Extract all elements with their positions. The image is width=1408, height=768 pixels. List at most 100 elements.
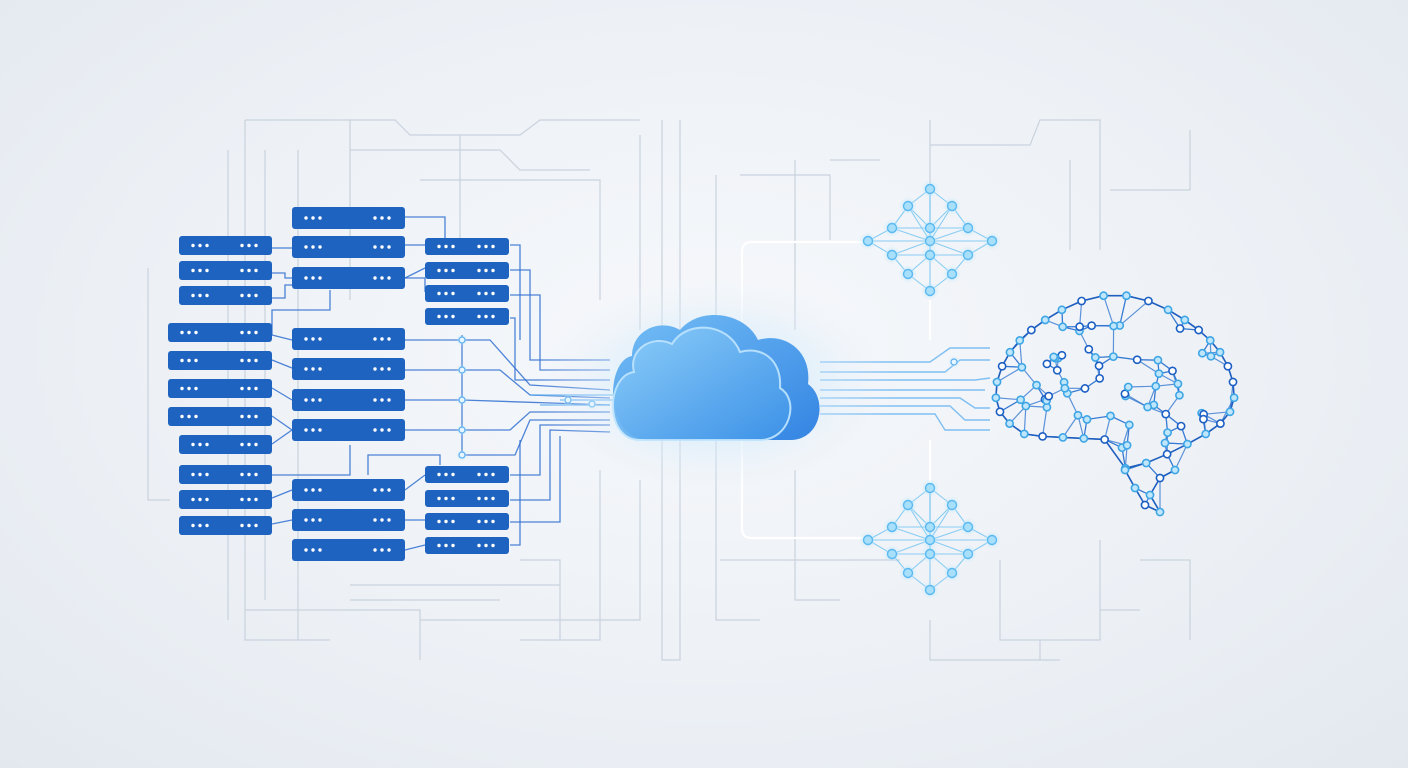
- server-led: [318, 518, 322, 522]
- hub-node: [946, 200, 958, 212]
- brain-node: [1087, 321, 1097, 331]
- server-led: [373, 428, 377, 432]
- brain-node: [1073, 410, 1083, 420]
- server-rack-icon: [179, 286, 272, 305]
- background-trace: [520, 559, 561, 640]
- background-trace: [245, 609, 421, 660]
- server-rack-icon: [292, 236, 405, 258]
- hub-node: [924, 235, 936, 247]
- hub-node: [886, 222, 898, 234]
- hub-node: [924, 534, 936, 546]
- server-led: [387, 276, 391, 280]
- hub-node: [962, 249, 974, 261]
- server-body: [179, 236, 272, 255]
- brain-node: [1175, 324, 1185, 333]
- server-rack-icon: [425, 308, 509, 325]
- server-body: [168, 379, 272, 398]
- server-led: [451, 268, 455, 273]
- brain-node: [1026, 325, 1036, 335]
- hub-node: [862, 534, 874, 546]
- background-trace: [794, 470, 840, 601]
- brain-node: [1052, 365, 1062, 375]
- server-led: [380, 276, 384, 280]
- brain-node: [1194, 325, 1204, 335]
- brain-node: [1075, 322, 1085, 332]
- server-led: [437, 291, 441, 296]
- server-led: [254, 414, 258, 419]
- server-rack-icon: [179, 516, 272, 535]
- server-led: [254, 472, 258, 477]
- server-led: [444, 291, 448, 296]
- hub-node: [946, 567, 958, 579]
- brain-edge: [996, 366, 1023, 383]
- server-led: [437, 496, 441, 501]
- brain-node: [1160, 438, 1170, 448]
- server-led: [484, 268, 488, 273]
- server-led: [491, 496, 495, 501]
- server-led: [191, 243, 195, 248]
- background-trace: [999, 540, 1101, 641]
- server-rack-icon: [292, 207, 405, 229]
- brain-node: [1019, 429, 1029, 439]
- brain-node: [1223, 361, 1233, 371]
- server-led: [491, 519, 495, 524]
- server-body: [179, 490, 272, 509]
- server-led: [205, 523, 209, 528]
- server-led: [444, 519, 448, 524]
- brain-edge: [1119, 295, 1128, 326]
- server-rack-icon: [168, 379, 272, 398]
- brain-node: [1201, 429, 1211, 439]
- server-led: [254, 386, 258, 391]
- cloud-front-shape: [612, 326, 792, 441]
- server-led: [187, 386, 191, 391]
- connection-trace: [271, 519, 293, 525]
- server-led: [387, 518, 391, 522]
- server-led: [180, 330, 184, 335]
- server-rack-icon: [425, 262, 509, 279]
- connection-trace: [271, 334, 293, 341]
- trace-node-dot: [458, 366, 466, 374]
- server-led: [451, 291, 455, 296]
- server-rack-icon: [292, 419, 405, 441]
- server-led: [304, 548, 308, 552]
- server-led: [318, 367, 322, 371]
- hub-node: [946, 268, 958, 280]
- brain-edge: [1119, 300, 1149, 326]
- background-trace: [930, 119, 1101, 250]
- server-led: [318, 488, 322, 492]
- brain-node: [1155, 473, 1165, 483]
- server-led: [477, 519, 481, 524]
- brain-edge: [1174, 443, 1188, 471]
- connection-trace: [271, 489, 293, 499]
- server-led: [373, 367, 377, 371]
- server-led: [205, 442, 209, 447]
- background-trace: [929, 620, 1060, 661]
- brain-node: [1176, 421, 1186, 431]
- server-led: [380, 548, 384, 552]
- server-led: [318, 216, 322, 220]
- hub-node: [886, 521, 898, 533]
- server-led: [477, 496, 481, 501]
- brain-node: [1132, 355, 1142, 365]
- brain-node: [1080, 384, 1090, 393]
- server-body: [292, 328, 405, 350]
- server-body: [425, 466, 509, 483]
- server-led: [304, 518, 308, 522]
- server-body: [292, 236, 405, 258]
- server-led: [240, 386, 244, 391]
- server-led: [380, 488, 384, 492]
- server-led: [484, 472, 488, 477]
- server-led: [311, 428, 315, 432]
- server-led: [451, 496, 455, 501]
- server-led: [247, 386, 251, 391]
- server-led: [240, 414, 244, 419]
- brain-node: [1090, 353, 1100, 362]
- connection-trace: [271, 415, 293, 431]
- network-hubs: [859, 180, 1001, 599]
- server-led: [311, 337, 315, 341]
- server-led: [240, 523, 244, 528]
- brain-node: [1122, 440, 1132, 450]
- server-body: [292, 509, 405, 531]
- brain-node: [1197, 348, 1207, 358]
- server-led: [194, 330, 198, 335]
